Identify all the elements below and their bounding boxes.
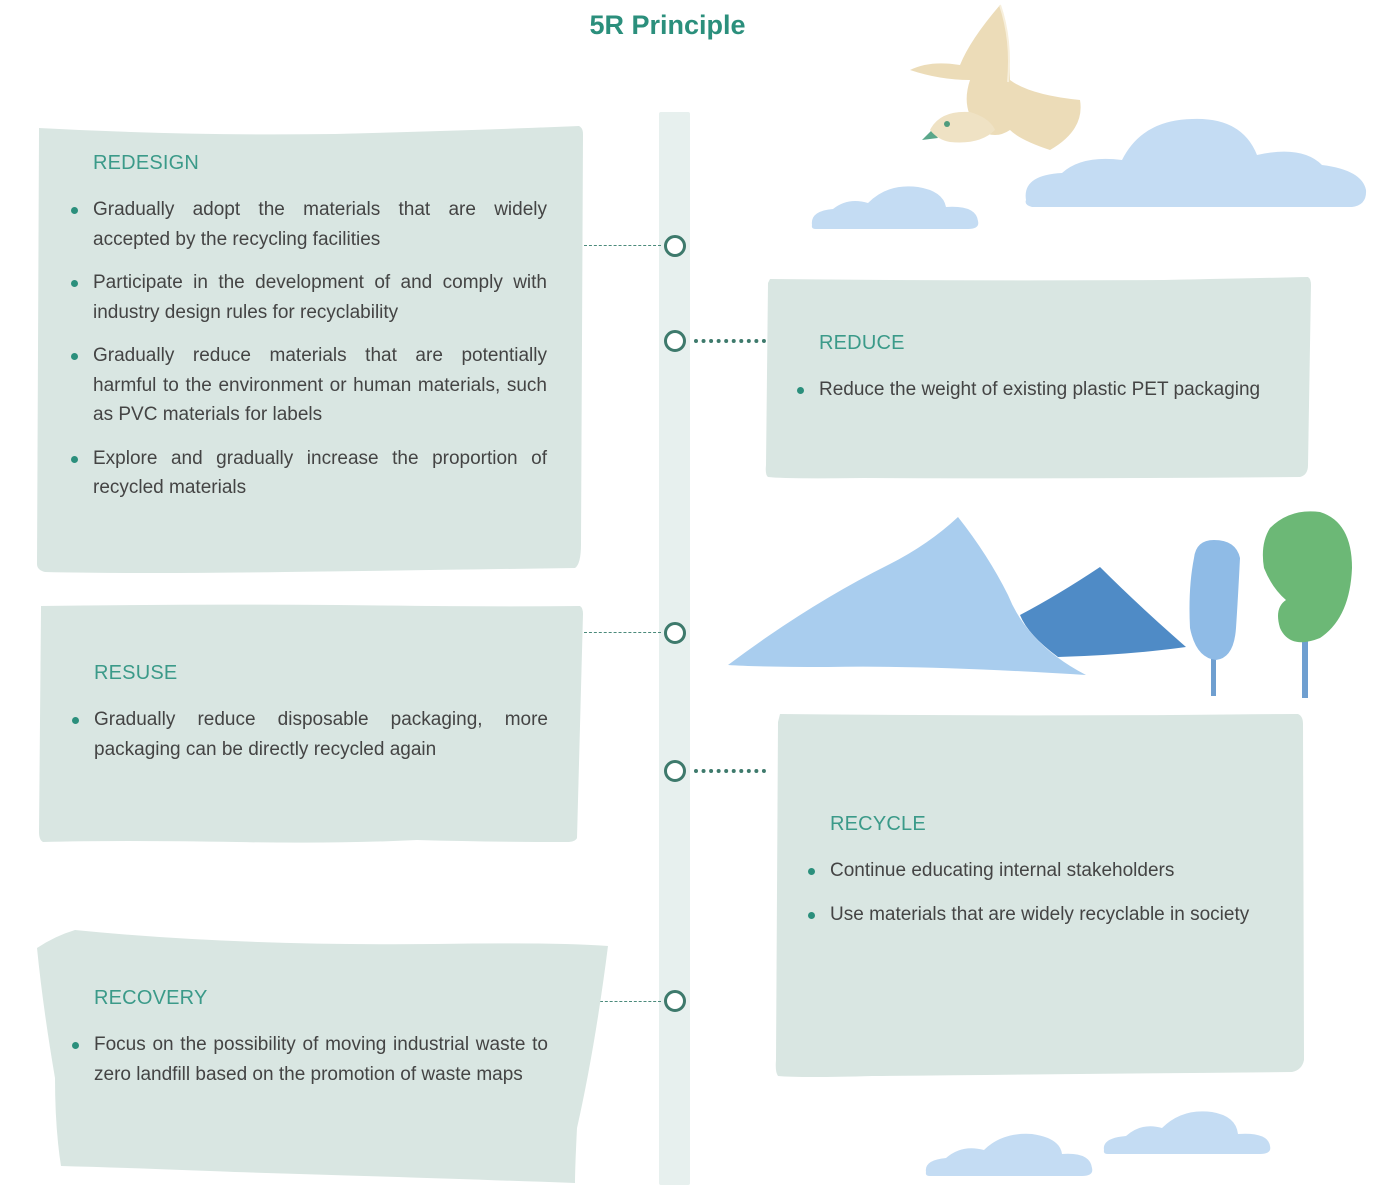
connector-redesign [584, 245, 661, 246]
card-title-recovery: RECOVERY [94, 987, 208, 1009]
cloud-illustration-bottom-left [925, 1133, 1093, 1176]
card-reduce: REDUCE Reduce the weight of existing pla… [797, 332, 1273, 419]
page-title: 5R Principle [589, 10, 746, 40]
tree-illustration-green [1262, 511, 1352, 698]
card-background-recycle [775, 714, 1304, 1077]
timeline-node-recovery [664, 990, 686, 1012]
bird-illustration [910, 4, 1081, 150]
card-background-resuse [39, 604, 583, 843]
card-title-recycle: RECYCLE [830, 813, 926, 835]
connector-resuse [584, 632, 661, 633]
resuse-bullet-1: Gradually reduce disposable packaging, m… [72, 705, 548, 764]
reduce-bullet-1: Reduce the weight of existing plastic PE… [797, 375, 1273, 405]
connector-recovery [600, 1001, 661, 1002]
tree-illustration-blue [1189, 540, 1240, 696]
card-title-redesign: REDESIGN [93, 152, 200, 174]
card-title-reduce: REDUCE [819, 332, 905, 354]
card-background-recovery [37, 930, 608, 1183]
timeline-node-recycle [664, 760, 686, 782]
recycle-bullet-2: Use materials that are widely recyclable… [808, 900, 1284, 930]
redesign-bullet-3: Gradually reduce materials that are pote… [71, 341, 547, 430]
redesign-bullet-1: Gradually adopt the materials that are w… [71, 195, 547, 254]
recycle-bullet-1: Continue educating internal stakeholders [808, 856, 1284, 886]
timeline-node-redesign [664, 235, 686, 257]
redesign-bullet-2: Participate in the development of and co… [71, 268, 547, 327]
cloud-illustration-bottom-right [1103, 1111, 1271, 1154]
mountain-illustration [728, 517, 1186, 675]
connector-recycle [694, 769, 766, 773]
card-recycle: RECYCLE Continue educating internal stak… [808, 813, 1284, 943]
cloud-illustration-top-right [1025, 118, 1367, 207]
timeline-node-resuse [664, 622, 686, 644]
card-redesign: REDESIGN Gradually adopt the materials t… [71, 152, 547, 517]
card-recovery: RECOVERY Focus on the possibility of mov… [72, 987, 548, 1103]
cloud-illustration-top-left [811, 186, 979, 229]
recovery-bullet-1: Focus on the possibility of moving indus… [72, 1030, 548, 1089]
connector-reduce [694, 339, 766, 343]
card-background-redesign [37, 126, 583, 573]
card-background-reduce [765, 277, 1311, 479]
redesign-bullet-4: Explore and gradually increase the propo… [71, 444, 547, 503]
card-title-resuse: RESUSE [94, 662, 178, 684]
card-resuse: RESUSE Gradually reduce disposable packa… [72, 662, 548, 778]
timeline-bar [659, 112, 690, 1185]
timeline-node-reduce [664, 330, 686, 352]
